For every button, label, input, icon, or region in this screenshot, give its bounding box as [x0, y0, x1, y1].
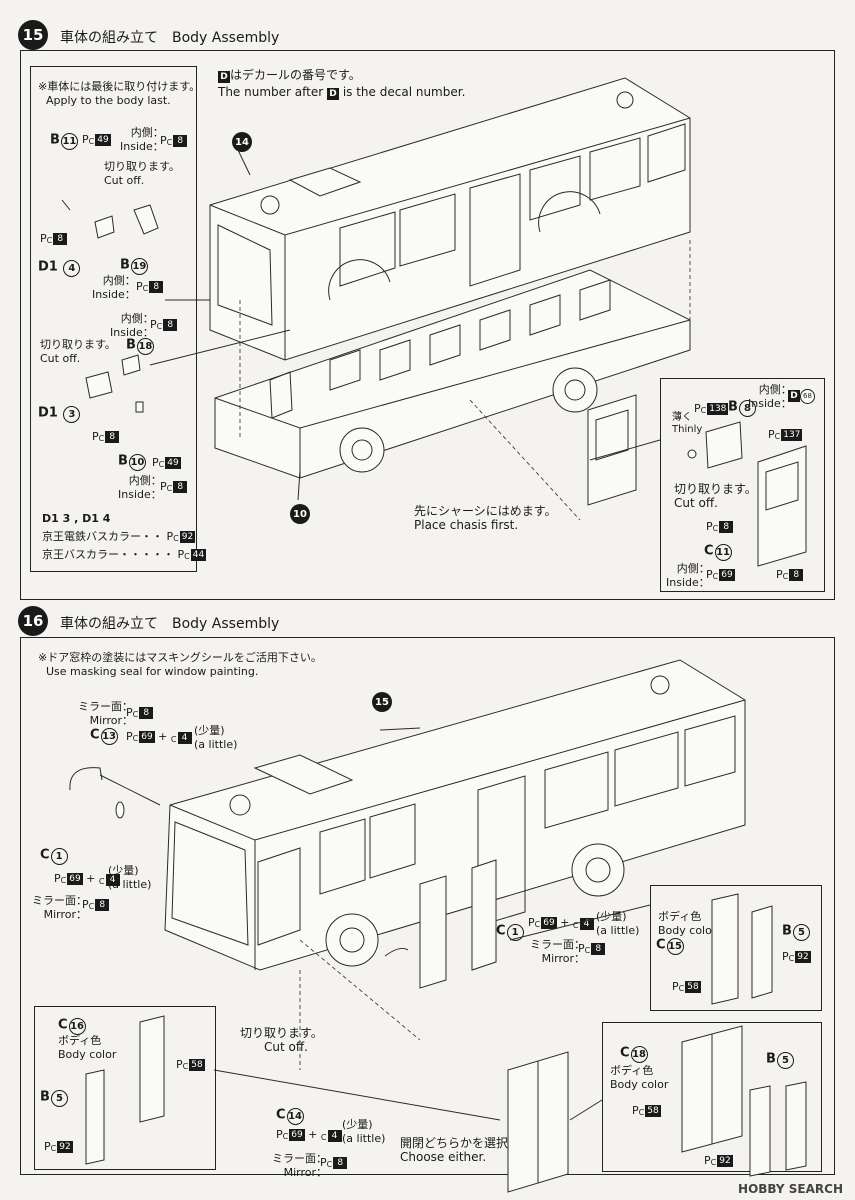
step-16-note-jp: ※ドア窓枠の塗装にはマスキングシールをご活用下さい。 — [38, 651, 322, 664]
step-16-bus-illustration — [69, 659, 807, 1193]
cut-label-d: 切り取ります。Cut off. — [240, 1026, 323, 1054]
mirror-label-d: ミラー面：Mirror： — [272, 1152, 327, 1179]
inside-label-c: 内側：Inside： — [110, 312, 154, 339]
step-16-title: 車体の組み立て Body Assembly — [60, 616, 280, 632]
step-15-left-inset — [30, 66, 197, 572]
inside-label-e: 内側：Inside： — [666, 562, 710, 589]
middle-door-part — [587, 394, 637, 506]
bus-chassis — [214, 269, 691, 479]
callout-part-15: 15 — [372, 692, 392, 712]
watermark: HOBBY SEARCH — [738, 1182, 843, 1196]
step-16-note-en: Use masking seal for window painting. — [46, 665, 259, 678]
little-label-d: (少量)(a little) — [342, 1118, 386, 1145]
little-label-a: (少量)(a little) — [194, 724, 238, 751]
callout-part-10: 10 — [290, 504, 310, 524]
cut-label-c: 切り取ります。Cut off. — [674, 482, 757, 510]
step-15-number: 15 — [18, 20, 48, 50]
step-15-note-jp: ※車体には最後に取り付けます。 — [38, 80, 201, 93]
step-16-frame — [20, 637, 835, 1175]
step-16-inset-c18 — [602, 1022, 822, 1172]
cut-label-a: 切り取ります。Cut off. — [104, 160, 180, 187]
step-15-frame — [20, 50, 835, 600]
step-16-inset-c15 — [650, 885, 822, 1011]
step-15-title: 車体の組み立て Body Assembly — [60, 30, 280, 46]
d1-list: D1 3 , D1 4 — [42, 512, 111, 525]
step-15-bus-illustration — [61, 77, 807, 567]
chassis-note: 先にシャーシにはめます。Place chasis first. — [414, 504, 557, 532]
mirror-label-c: ミラー面：Mirror： — [530, 938, 585, 965]
callout-part-14: 14 — [232, 132, 252, 152]
step-15-right-inset — [660, 378, 825, 592]
step-16-inset-c16 — [34, 1006, 216, 1170]
mirror-label-a: ミラー面：Mirror： — [78, 700, 133, 727]
little-label-b: (少量)(a little) — [108, 864, 152, 891]
inside-label-a: 内側：Inside： — [120, 126, 164, 153]
bus-complete-shell — [164, 659, 746, 971]
cut-label-b: 切り取ります。Cut off. — [40, 338, 116, 365]
inside-label-d: 内側：Inside： — [118, 474, 162, 501]
bus-body-shell — [209, 77, 691, 361]
inside-label-b: 内側：Inside： — [92, 274, 136, 301]
mirror-label-b: ミラー面：Mirror： — [32, 894, 87, 921]
label-d1-3: D1 3 — [38, 406, 81, 423]
decal-note-en: The number after D is the decal number. — [218, 85, 466, 100]
label-d1-4: D1 4 — [38, 260, 81, 277]
step-16-number: 16 — [18, 606, 48, 636]
inside-label-d68: 内側：Inside： — [748, 383, 792, 410]
step-15-note-en: Apply to the body last. — [46, 94, 171, 107]
